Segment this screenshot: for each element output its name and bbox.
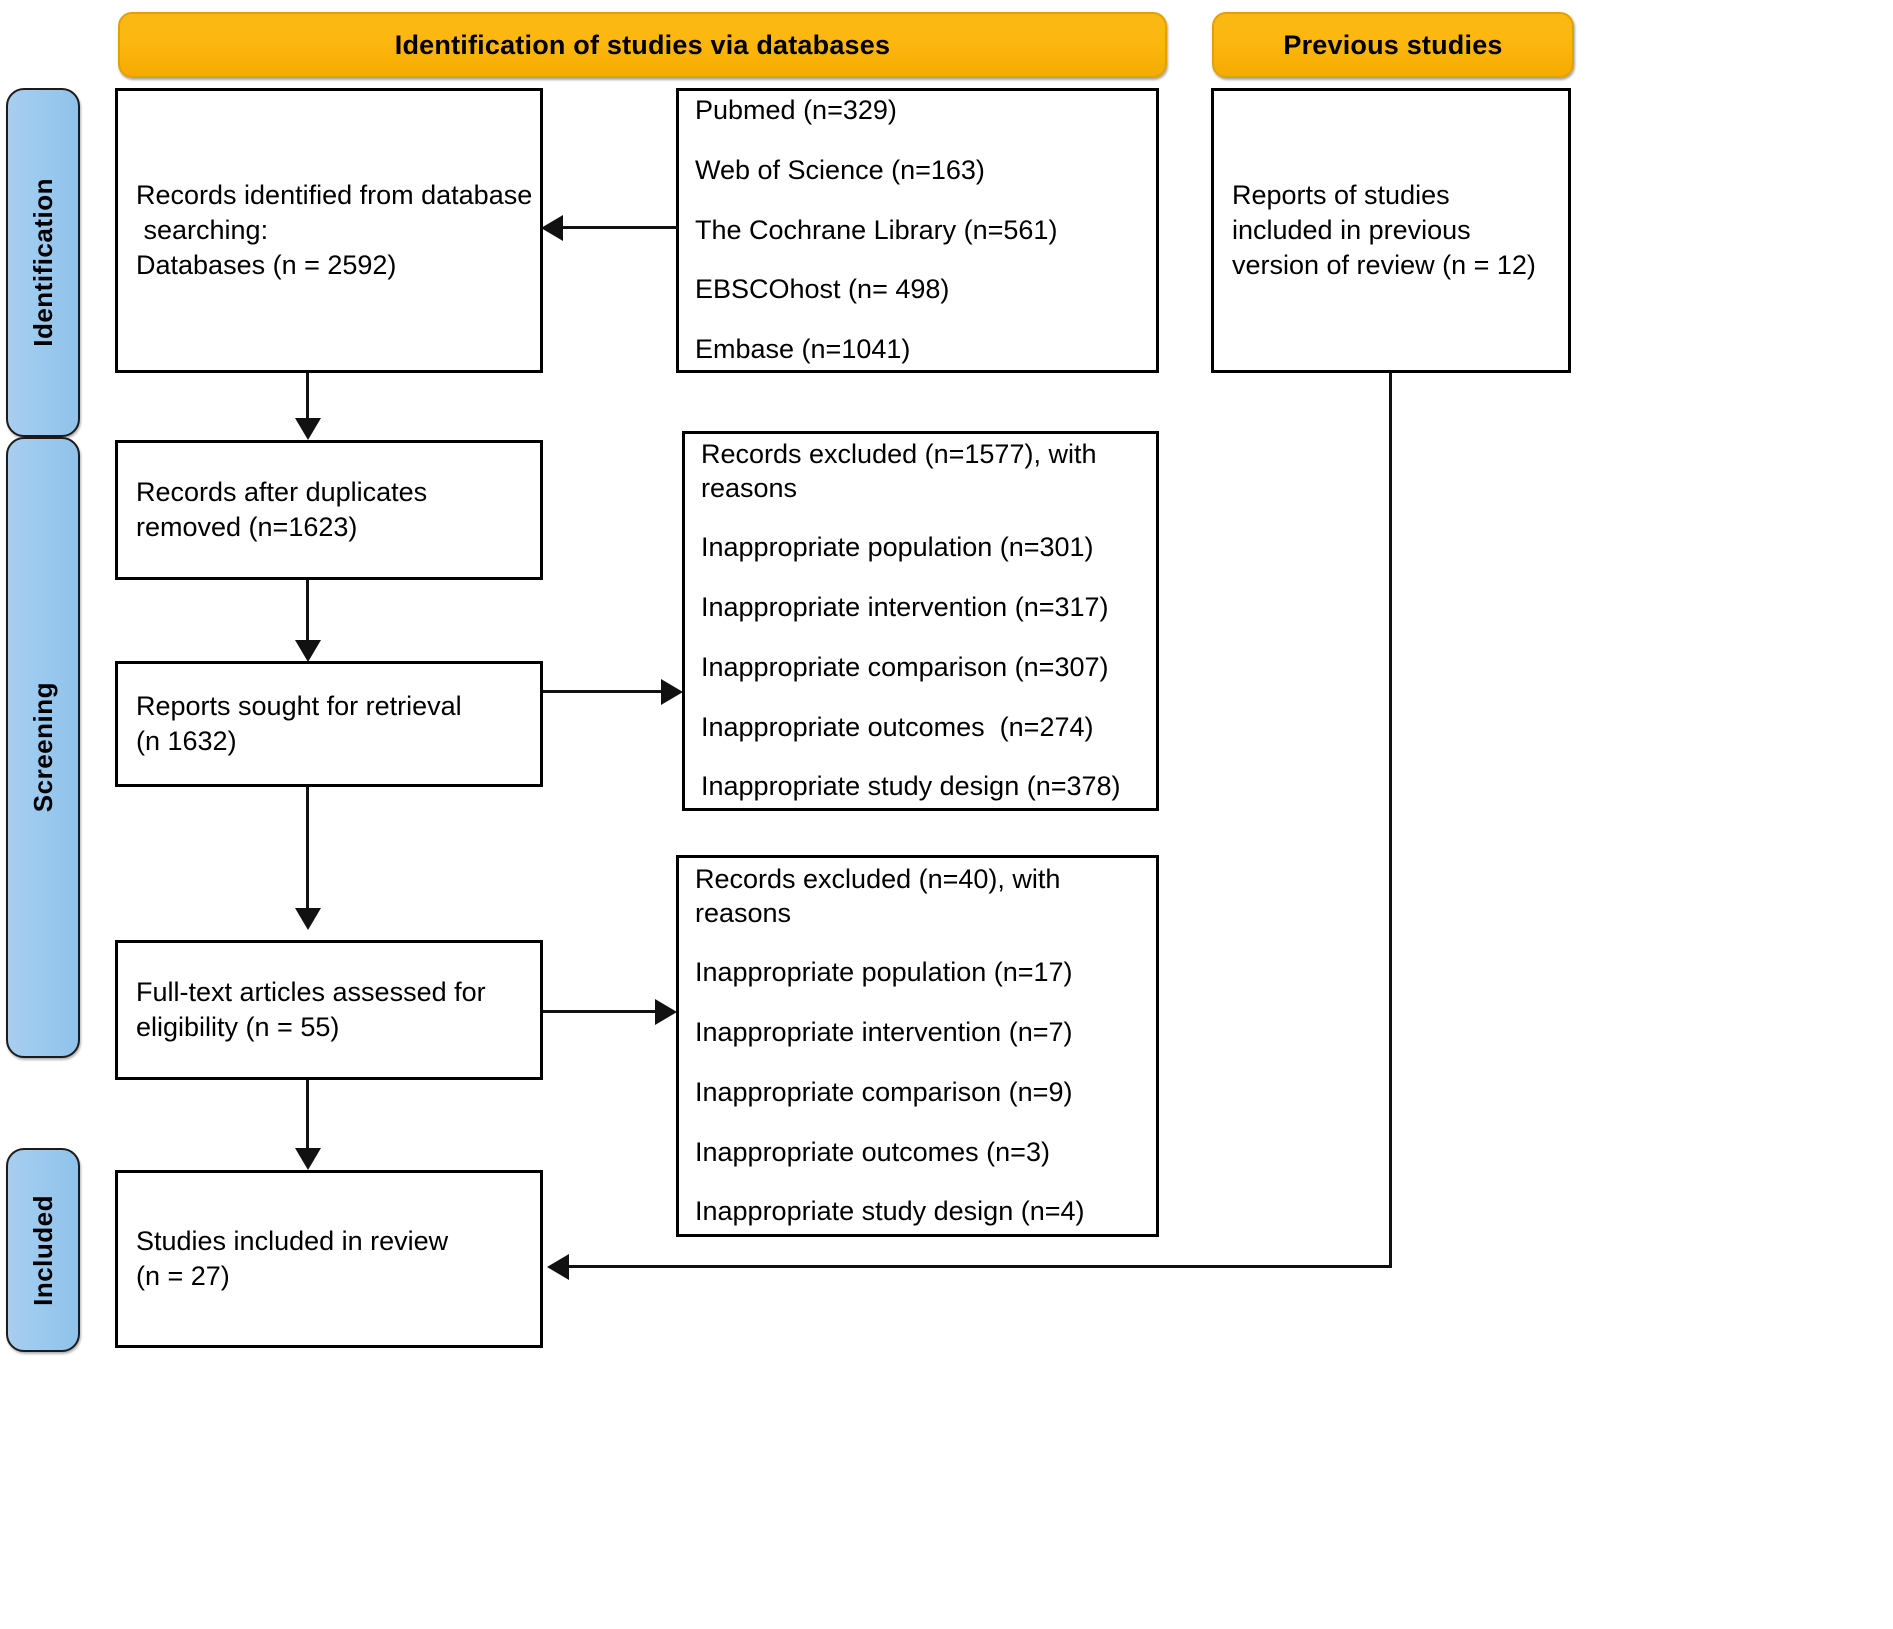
connector-databases-to-records — [560, 226, 678, 229]
banner-databases-label: Identification of studies via databases — [394, 29, 891, 60]
fulltext-assessed-text: Full-text articles assessed for eligibil… — [118, 975, 540, 1045]
connector-fulltext-to-excluded — [543, 1010, 657, 1013]
reports-sought-line1: Reports sought for retrieval — [136, 690, 462, 721]
records-identified-line3: Databases (n = 2592) — [136, 250, 397, 281]
arrow-duplicates-to-sought — [295, 640, 321, 662]
previous-studies-text: Reports of studies included in previous … — [1214, 178, 1568, 283]
exclusion-reason: Inappropriate outcomes (n=3) — [695, 1136, 1050, 1167]
duplicates-removed-line2: removed (n=1623) — [136, 512, 358, 542]
excluded-fulltext-heading-line1: Records excluded (n=40), with — [695, 863, 1061, 894]
box-reports-sought: Reports sought for retrieval (n 1632) — [115, 661, 543, 787]
exclusion-reason: Inappropriate study design (n=378) — [701, 771, 1121, 802]
exclusion-reason: Inappropriate outcomes (n=274) — [701, 711, 1094, 742]
arrow-records-to-duplicates — [295, 418, 321, 440]
connector-records-to-duplicates — [306, 373, 309, 427]
records-excluded-fulltext-heading: Records excluded (n=40), with reasons — [695, 863, 1140, 931]
arrow-fulltext-to-included — [295, 1148, 321, 1170]
database-item: Web of Science (n=163) — [695, 154, 985, 185]
connector-duplicates-to-sought — [306, 580, 309, 648]
box-records-identified: Records identified from database searchi… — [115, 88, 543, 373]
excluded-fulltext-heading-line2: reasons — [695, 897, 792, 928]
arrow-databases-to-records — [541, 215, 563, 241]
box-records-excluded-fulltext: Records excluded (n=40), with reasons In… — [676, 855, 1159, 1237]
fulltext-assessed-line2: eligibility (n = 55) — [136, 1012, 340, 1042]
connector-sought-to-excluded — [543, 690, 663, 693]
arrow-sought-to-excluded — [661, 679, 683, 705]
records-identified-text: Records identified from database searchi… — [118, 178, 550, 283]
exclusion-reason: Inappropriate study design (n=4) — [695, 1196, 1085, 1227]
box-duplicates-removed: Records after duplicates removed (n=1623… — [115, 440, 543, 580]
connector-fulltext-to-included — [306, 1080, 309, 1156]
box-previous-studies: Reports of studies included in previous … — [1211, 88, 1571, 373]
box-studies-included: Studies included in review (n = 27) — [115, 1170, 543, 1348]
studies-included-text: Studies included in review (n = 27) — [118, 1224, 540, 1294]
connector-sought-to-fulltext — [306, 787, 309, 917]
previous-studies-line1: Reports of studies — [1232, 179, 1450, 210]
arrow-sought-to-fulltext — [295, 908, 321, 930]
exclusion-reason: Inappropriate comparison (n=9) — [695, 1076, 1073, 1107]
studies-included-line2: (n = 27) — [136, 1261, 230, 1291]
exclusion-reason: Inappropriate intervention (n=317) — [701, 592, 1109, 623]
records-identified-line2: searching: — [136, 214, 269, 245]
duplicates-removed-line1: Records after duplicates — [136, 476, 428, 507]
records-excluded-screening-heading: Records excluded (n=1577), with reasons — [701, 438, 1140, 506]
reports-sought-line2: (n 1632) — [136, 726, 237, 756]
database-item: Embase (n=1041) — [695, 334, 911, 365]
previous-studies-line3: version of review (n = 12) — [1232, 250, 1536, 281]
records-excluded-screening-list: Records excluded (n=1577), with reasons … — [685, 438, 1156, 804]
exclusion-reason: Inappropriate population (n=301) — [701, 532, 1094, 563]
fulltext-assessed-line1: Full-text articles assessed for — [136, 976, 486, 1007]
connector-previous-down — [1389, 373, 1392, 1267]
exclusion-reason: Inappropriate intervention (n=7) — [695, 1017, 1073, 1048]
banner-previous-studies: Previous studies — [1212, 12, 1574, 78]
excluded-screening-heading-line2: reasons — [701, 472, 798, 503]
stage-label-identification: Identification — [6, 88, 80, 437]
database-item: EBSCOhost (n= 498) — [695, 274, 950, 305]
stage-label-included: Included — [6, 1148, 80, 1352]
stage-label-screening: Screening — [6, 437, 80, 1058]
databases-list: Pubmed (n=329) Web of Science (n=163) Th… — [679, 94, 1156, 367]
banner-previous-label: Previous studies — [1283, 29, 1503, 60]
box-databases-list: Pubmed (n=329) Web of Science (n=163) Th… — [676, 88, 1159, 373]
previous-studies-line2: included in previous — [1232, 214, 1471, 245]
database-item: Pubmed (n=329) — [695, 95, 897, 126]
records-identified-line1: Records identified from database — [136, 179, 533, 210]
stage-screening-text: Screening — [27, 682, 58, 813]
duplicates-removed-text: Records after duplicates removed (n=1623… — [118, 475, 540, 545]
box-fulltext-assessed: Full-text articles assessed for eligibil… — [115, 940, 543, 1080]
stage-identification-text: Identification — [27, 178, 58, 347]
studies-included-line1: Studies included in review — [136, 1225, 449, 1256]
connector-previous-to-included — [566, 1265, 1392, 1268]
exclusion-reason: Inappropriate comparison (n=307) — [701, 651, 1109, 682]
excluded-screening-heading-line1: Records excluded (n=1577), with — [701, 438, 1097, 469]
arrow-fulltext-to-excluded — [655, 999, 677, 1025]
stage-included-text: Included — [27, 1194, 58, 1306]
reports-sought-text: Reports sought for retrieval (n 1632) — [118, 689, 540, 759]
exclusion-reason: Inappropriate population (n=17) — [695, 957, 1073, 988]
banner-identification-databases: Identification of studies via databases — [118, 12, 1167, 78]
box-records-excluded-screening: Records excluded (n=1577), with reasons … — [682, 431, 1159, 811]
database-item: The Cochrane Library (n=561) — [695, 214, 1058, 245]
arrow-previous-to-included — [547, 1254, 569, 1280]
records-excluded-fulltext-list: Records excluded (n=40), with reasons In… — [679, 863, 1156, 1229]
